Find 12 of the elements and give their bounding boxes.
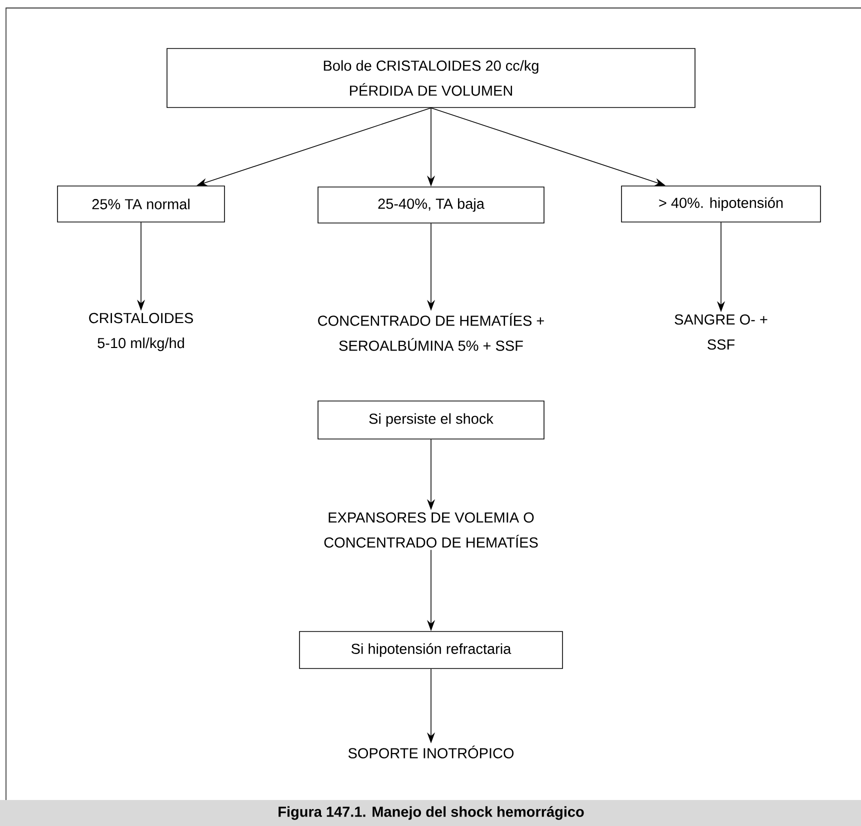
- process-box: Si persiste el shock: [318, 400, 544, 440]
- process-box: 25% TA normal: [57, 186, 225, 222]
- process-box: Bolo de CRISTALOIDES 20 cc/kg PÉRDIDA DE VOLUMEN: [166, 48, 696, 108]
- process-box: 25-40%, TA baja: [318, 186, 544, 224]
- outcome-text: CONCENTRADO DE HEMATÍES + SEROALBÚMINA 5% + SSF: [318, 313, 544, 351]
- outcome-text: SANGRE O- + SSF: [674, 314, 768, 350]
- outcome-text: CRISTALOIDES 5-10 ml/kg/hd: [89, 312, 193, 352]
- process-box: > 40%. hipotensión: [621, 186, 821, 222]
- caption-bar: Figura 147.1. Manejo del shock hemorrágico: [0, 800, 861, 826]
- process-box: Si hipotensión refractaria: [299, 631, 563, 669]
- outcome-text: EXPANSORES DE VOLEMIA O CONCENTRADO DE HEMATÍES: [324, 512, 538, 548]
- outcome-text: SOPORTE INOTRÓPICO: [348, 746, 514, 758]
